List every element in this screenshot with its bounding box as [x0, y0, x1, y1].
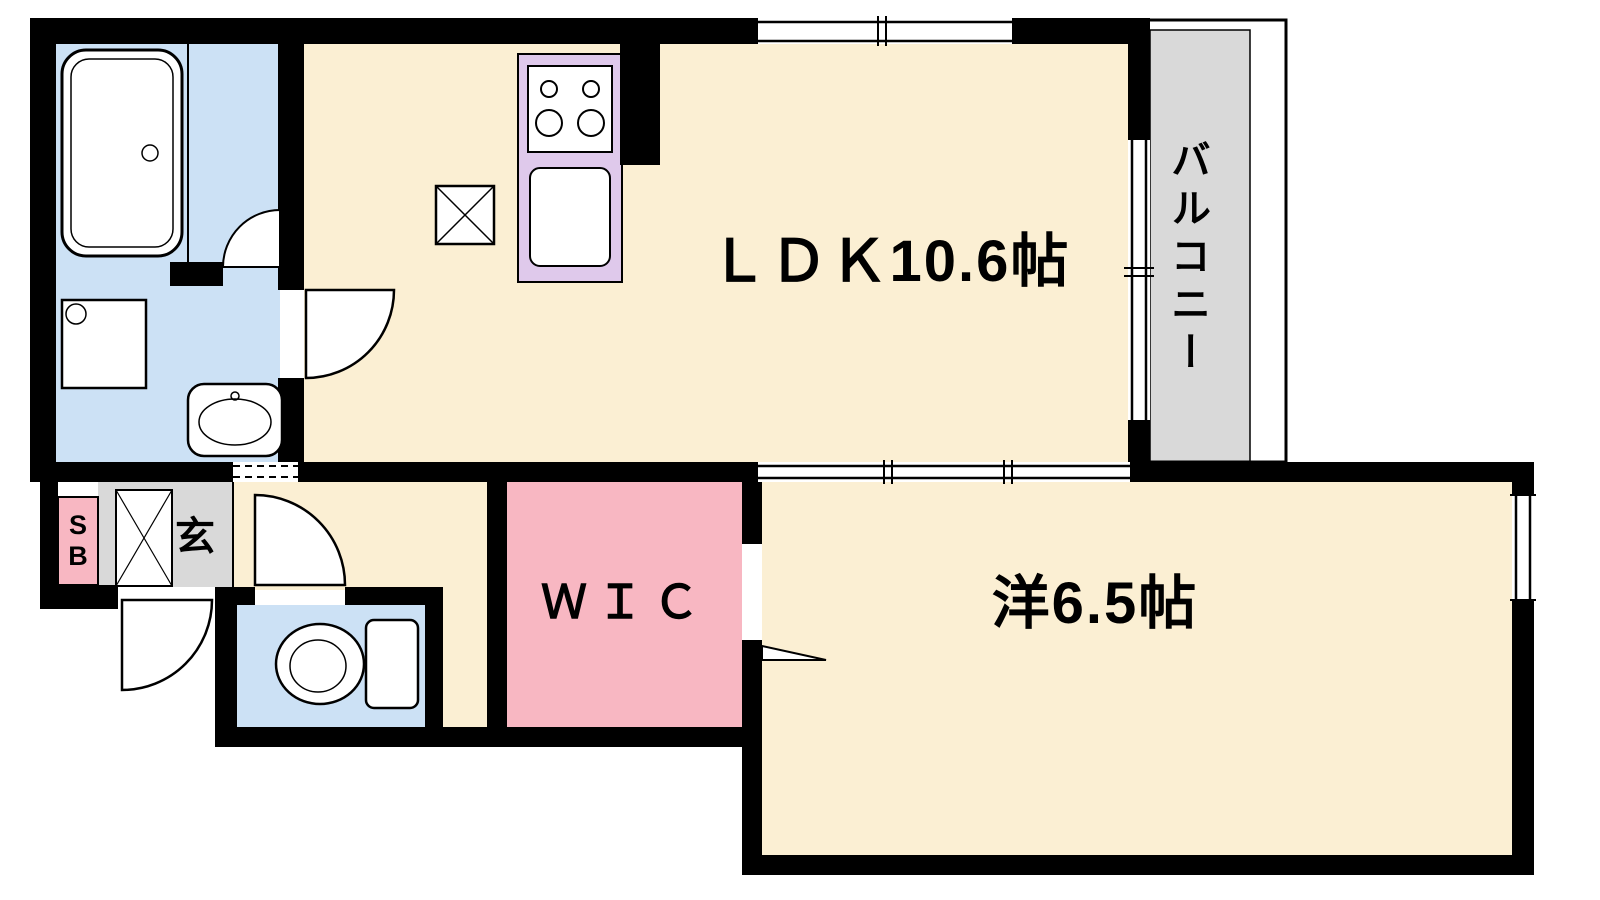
wall-segment	[425, 587, 443, 747]
dashed-opening	[233, 462, 298, 482]
wall-segment	[30, 462, 233, 482]
doors	[120, 208, 827, 692]
window-right	[1512, 495, 1534, 600]
toilet-bowl-inner	[289, 639, 347, 693]
wall-segment	[742, 855, 1534, 875]
bathtub-icon	[60, 48, 184, 258]
wall-segment	[487, 482, 507, 727]
washer-pan-icon	[60, 298, 148, 390]
wall-segment	[215, 727, 760, 747]
kitchen-sink-icon	[529, 167, 611, 267]
wall-segment	[298, 462, 760, 482]
wall-segment	[1512, 462, 1534, 495]
bathroom-door-arc	[221, 208, 281, 268]
wall-segment	[40, 585, 118, 609]
bathtub-drain-icon	[141, 144, 159, 162]
wall-segment	[1128, 462, 1250, 482]
washroom-door-arc	[304, 288, 396, 380]
fixtures	[60, 44, 613, 710]
ldk-floor	[304, 44, 1128, 462]
wall-segment	[345, 587, 425, 605]
wic-door-leaf	[761, 644, 827, 661]
toilet-tank-icon	[364, 618, 420, 710]
wall-segment	[30, 18, 56, 462]
bathtub-inner	[70, 58, 174, 248]
entrance-door-arc	[120, 598, 214, 692]
wall-segment	[278, 18, 304, 290]
appliance-space-cross	[435, 185, 495, 245]
wall-segment	[1010, 18, 1150, 44]
wall-segment	[742, 727, 762, 875]
wall-segment	[620, 44, 660, 165]
wic-doorway	[742, 544, 762, 640]
stove-icon	[527, 65, 613, 153]
wall-segment	[742, 640, 762, 727]
shoe-cabinet-cross	[115, 489, 173, 587]
western-room-floor	[760, 482, 1512, 855]
wall-segment	[1128, 44, 1150, 140]
washer-drain-icon	[65, 303, 87, 325]
wall-segment	[30, 18, 760, 44]
corridor-floor	[443, 590, 487, 727]
vanity-bowl-icon	[198, 398, 272, 446]
wall-segment	[40, 482, 58, 595]
wall-segment	[742, 482, 762, 544]
balcony-floor	[1149, 29, 1251, 463]
stove-burner-icon	[540, 80, 558, 98]
wall-segment	[215, 587, 237, 747]
wall-segment	[170, 262, 223, 286]
toilet-door-arc	[253, 493, 347, 587]
wic-floor	[507, 482, 742, 727]
stove-burner-icon	[535, 109, 563, 137]
vanity-sink-icon	[186, 382, 284, 458]
shoebox-box	[57, 496, 99, 586]
wall-segment	[1128, 420, 1150, 462]
window-balcony	[1128, 140, 1150, 420]
walls	[30, 18, 1534, 875]
vanity-faucet-icon	[230, 391, 240, 401]
stove-burner-icon	[582, 80, 600, 98]
wall-segment	[1250, 462, 1512, 482]
wall-segment	[1512, 600, 1534, 875]
stove-burner-icon	[577, 109, 605, 137]
windows	[233, 16, 1536, 640]
